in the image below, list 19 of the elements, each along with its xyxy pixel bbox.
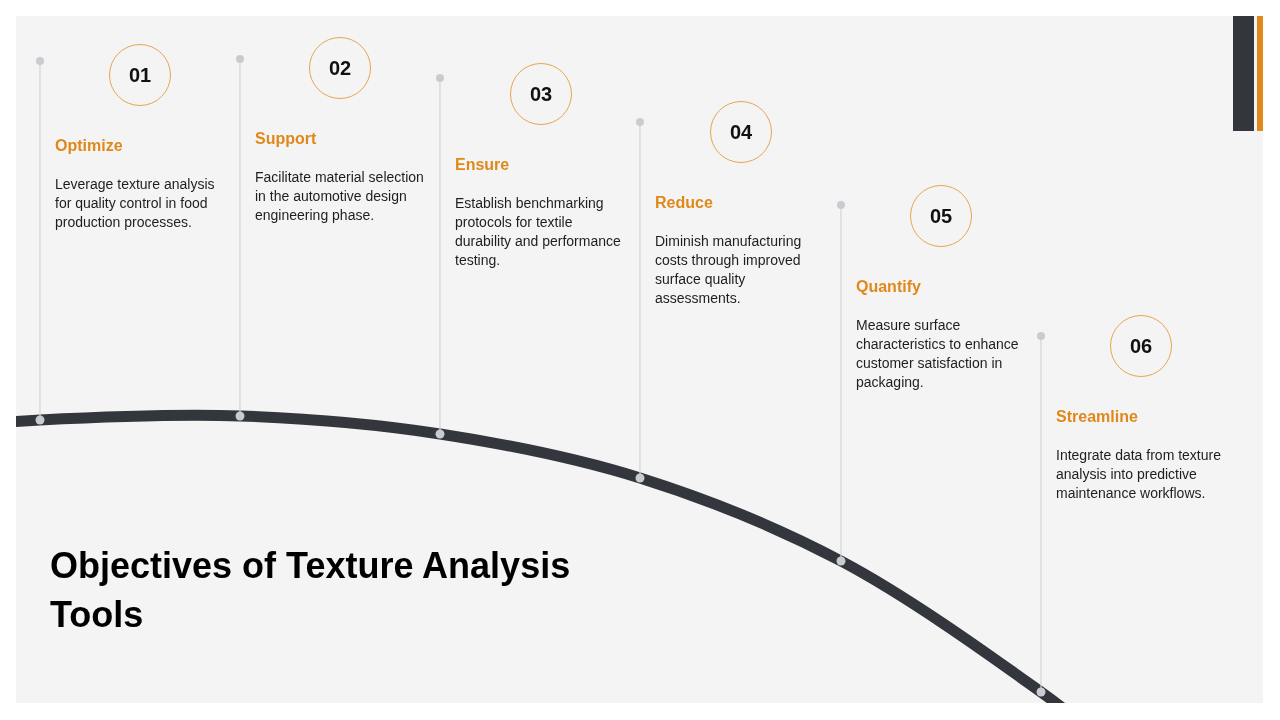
step-description: Establish benchmarking protocols for textile durability and performance testing. <box>455 193 622 270</box>
step-number: 01 <box>128 64 152 86</box>
step-number: 04 <box>729 121 753 143</box>
step-description: Measure surface characteristics to enhance customer satisfaction in packaging. <box>856 315 1020 392</box>
step-description: Diminish manufacturing costs through improved surface quality assessments. <box>655 231 803 308</box>
step-number: 06 <box>1129 335 1153 357</box>
step-description: Leverage texture analysis for quality control in food production processes. <box>55 174 216 232</box>
step-heading: Ensure <box>455 155 510 175</box>
step-description: Integrate data from texture analysis into predictive maintenance workflows. <box>1056 445 1222 503</box>
step-number: 02 <box>328 57 352 79</box>
step-heading: Reduce <box>655 193 713 213</box>
step-heading: Support <box>255 129 317 149</box>
step-description: Facilitate material selection in the automotive design engineering phase. <box>255 167 425 225</box>
step-number: 03 <box>529 83 553 105</box>
step-heading: Streamline <box>1056 407 1138 427</box>
slide-title: Objectives of Texture Analysis Tools <box>50 543 572 637</box>
step-heading: Quantify <box>856 277 921 297</box>
step-number: 05 <box>929 205 953 227</box>
step-heading: Optimize <box>55 136 123 156</box>
